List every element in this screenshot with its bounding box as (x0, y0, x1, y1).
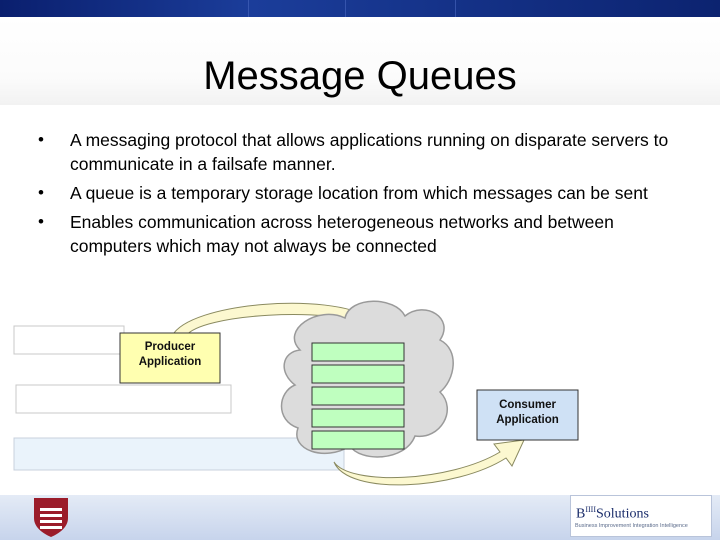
top-banner (0, 0, 720, 17)
brand-name: BIIIISolutions (576, 505, 649, 522)
queue-slots (311, 342, 405, 450)
queue-slot (311, 364, 405, 384)
banner-divider (455, 0, 456, 17)
bullet-list: • A messaging protocol that allows appli… (38, 128, 678, 263)
background-box (15, 384, 232, 414)
dequeue-arrow (333, 439, 525, 486)
message-queue-diagram (13, 300, 579, 486)
producer-label: Producer Application (138, 341, 202, 368)
queue-slot (311, 386, 405, 406)
producer-application-box (119, 332, 221, 384)
bullet-marker: • (38, 130, 44, 149)
bullet-text: A messaging protocol that allows applica… (70, 130, 669, 174)
brand-tagline: Business Improvement Integration Intelli… (575, 523, 688, 529)
biii-solutions-logo: BIIIISolutions Business Improvement Inte… (570, 495, 712, 537)
bullet-item: • Enables communication across heterogen… (38, 210, 678, 258)
background-box (13, 325, 125, 355)
bullet-text: A queue is a temporary storage location … (70, 183, 648, 203)
bullet-item: • A messaging protocol that allows appli… (38, 128, 678, 176)
page-title: Message Queues (203, 54, 517, 98)
consumer-label: Consumer Application (496, 399, 559, 426)
bullet-item: • A queue is a temporary storage locatio… (38, 181, 678, 205)
queue-slot (311, 430, 405, 450)
banner-divider (248, 0, 249, 17)
bullet-marker: • (38, 212, 44, 231)
bullet-marker: • (38, 183, 44, 202)
queue-slot (311, 342, 405, 362)
university-shield-logo (34, 498, 68, 537)
consumer-application-box (476, 389, 579, 441)
background-box (13, 437, 345, 471)
title-band (0, 17, 720, 105)
banner-divider (345, 0, 346, 17)
bullet-text: Enables communication across heterogeneo… (70, 212, 614, 256)
queue-slot (311, 408, 405, 428)
